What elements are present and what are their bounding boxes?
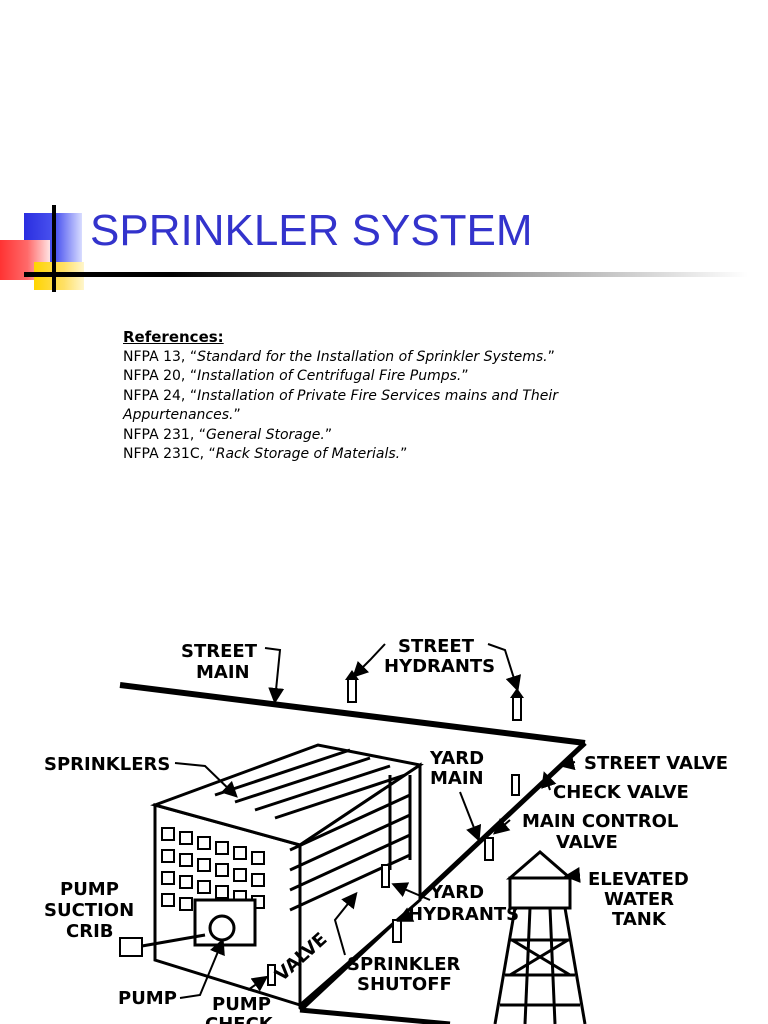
- yard-hydrant-icon: [392, 919, 402, 943]
- yard-hydrant-icon: [484, 837, 494, 861]
- label-street-main: STREET: [181, 641, 258, 662]
- reference-item: NFPA 13, “Standard for the Installation …: [123, 348, 555, 365]
- suction-crib: [119, 933, 206, 957]
- label-pump: PUMP: [118, 988, 177, 1009]
- street-hydrant-icon: [510, 688, 524, 721]
- reference-item: NFPA 24, “Installation of Private Fire S…: [123, 387, 558, 424]
- references-block: References: NFPA 13, “Standard for the I…: [123, 328, 643, 465]
- label-yard-main-2: MAIN: [430, 768, 484, 789]
- label-sprinkler-shutoff-2: SHUTOFF: [357, 974, 452, 995]
- reference-item: NFPA 231, “General Storage.”: [123, 426, 333, 443]
- elevated-water-tank: [493, 850, 587, 1024]
- label-street-hydrants-2: HYDRANTS: [384, 656, 495, 677]
- reference-item: NFPA 231C, “Rack Storage of Materials.”: [123, 446, 408, 462]
- label-street-main-2: MAIN: [196, 662, 250, 683]
- label-pump-suction-crib-2: SUCTION: [44, 900, 134, 921]
- label-elevated-water-tank-3: TANK: [612, 909, 667, 930]
- label-main-control-valve-2: VALVE: [556, 832, 618, 853]
- label-pump-check: PUMP: [212, 994, 271, 1015]
- valve-post-icon: [267, 774, 520, 986]
- label-pump-suction-crib-3: CRIB: [66, 921, 114, 942]
- references-heading: References:: [123, 328, 224, 346]
- street-hydrant-icon: [345, 670, 359, 703]
- label-street-hydrants: STREET: [398, 636, 475, 657]
- label-elevated-water-tank-2: WATER: [604, 889, 674, 910]
- reference-item: NFPA 20, “Installation of Centrifugal Fi…: [123, 368, 469, 384]
- label-elevated-water-tank: ELEVATED: [588, 869, 689, 890]
- label-main-control-valve: MAIN CONTROL: [522, 811, 678, 832]
- accent-vertical-line: [52, 205, 56, 292]
- yard-main-pipe-lower: [299, 1007, 451, 1024]
- street-main-pipe: [119, 682, 586, 746]
- label-sprinkler-shutoff: SPRINKLER: [347, 954, 460, 975]
- label-yard-hydrants: YARD: [429, 882, 484, 903]
- label-street-valve: STREET VALVE: [584, 753, 728, 774]
- sprinkler-system-diagram: STREET MAIN STREET HYDRANTS SPRINKLERS Y…: [44, 636, 728, 1024]
- label-sprinklers: SPRINKLERS: [44, 754, 170, 775]
- label-pump-suction-crib: PUMP: [60, 879, 119, 900]
- label-check-valve: CHECK VALVE: [553, 782, 689, 803]
- yard-main-pipe: [298, 741, 587, 1012]
- title-underline: [24, 272, 748, 277]
- label-pump-check-2: CHECK: [205, 1014, 274, 1024]
- slide-title: SPRINKLER SYSTEM: [90, 206, 533, 255]
- label-yard-main: YARD: [429, 748, 484, 769]
- label-yard-hydrants-2: HYDRANTS: [408, 904, 519, 925]
